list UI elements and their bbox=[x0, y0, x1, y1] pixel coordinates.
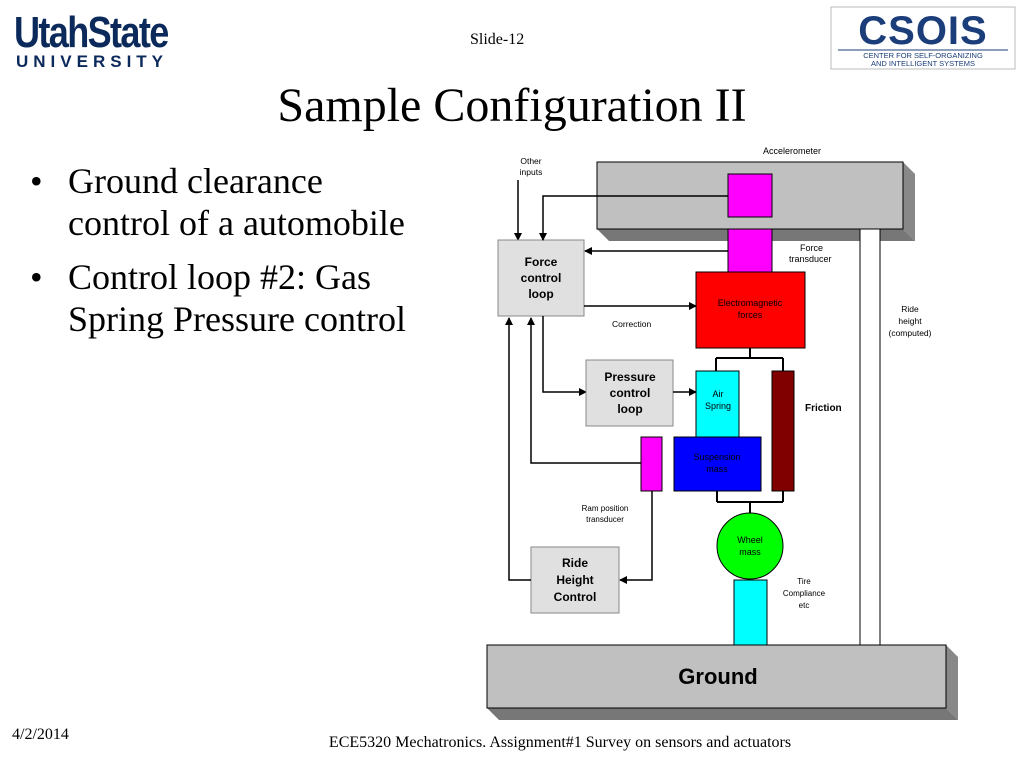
suspension-diagram: Ground Accelerometer Force transducer El… bbox=[486, 146, 958, 720]
ground-label: Ground bbox=[678, 664, 757, 689]
friction-block bbox=[771, 370, 795, 492]
pressure-control-loop-box bbox=[585, 359, 674, 427]
tire-label-1: Tire bbox=[797, 577, 811, 586]
friction-label: Friction bbox=[805, 403, 842, 414]
bullet-text: Control loop #2: Gas Spring Pressure con… bbox=[68, 257, 406, 339]
ride-control-label-2: Height bbox=[556, 573, 593, 587]
ride-control-label-1: Ride bbox=[562, 556, 588, 570]
force-loop-label-2: control bbox=[521, 271, 562, 285]
tire-label-2: Compliance bbox=[783, 589, 826, 598]
air-spring-label-2: Spring bbox=[705, 401, 731, 411]
ride-height-pillar bbox=[859, 228, 881, 648]
suspension-mass-label-2: mass bbox=[706, 464, 728, 474]
slide-number: Slide-12 bbox=[470, 31, 525, 48]
force-transducer-block bbox=[727, 228, 773, 273]
correction-label: Correction bbox=[612, 319, 651, 329]
accelerometer-feedback-arrow bbox=[539, 195, 728, 241]
footer-course: ECE5320 Mechatronics. Assignment#1 Surve… bbox=[328, 734, 792, 751]
force-control-loop-box bbox=[497, 239, 585, 317]
force-loop-label-1: Force bbox=[525, 255, 558, 269]
csois-logo-line2: AND INTELLIGENT SYSTEMS bbox=[871, 59, 975, 68]
tire-label-3: etc bbox=[799, 601, 810, 610]
ram-position-label-1: Ram position bbox=[582, 504, 629, 513]
force-transducer-label-1: Force bbox=[800, 243, 823, 253]
wheel-mass-circle bbox=[716, 512, 784, 580]
electromagnetic-label-1: Electromagnetic bbox=[718, 298, 783, 308]
ram-position-transducer-block bbox=[640, 436, 663, 492]
csois-logo-line1: CENTER FOR SELF-ORGANIZING bbox=[863, 51, 983, 60]
suspension-mass-label-1: Suspension bbox=[693, 452, 740, 462]
suspension-mass-block bbox=[673, 436, 762, 492]
force-loop-label-3: loop bbox=[528, 287, 553, 301]
footer-date: 4/2/2014 bbox=[12, 726, 69, 743]
pressure-loop-label-1: Pressure bbox=[604, 370, 656, 384]
accelerometer-label: Accelerometer bbox=[763, 146, 821, 156]
force-transducer-label-2: transducer bbox=[789, 254, 832, 264]
bullet-text: Ground clearance control of a automobile bbox=[68, 161, 405, 243]
pressure-loop-label-3: loop bbox=[617, 402, 642, 416]
usu-logo-subtitle: UNIVERSITY bbox=[16, 52, 169, 71]
ride-height-label-3: (computed) bbox=[889, 328, 932, 338]
csois-logo: CSOIS CENTER FOR SELF-ORGANIZING AND INT… bbox=[830, 6, 1016, 70]
electromagnetic-label-2: forces bbox=[738, 310, 763, 320]
tire-compliance-block bbox=[733, 579, 768, 646]
usu-logo-wordmark: UtahState bbox=[14, 8, 169, 57]
ride-height-label-2: height bbox=[898, 316, 922, 326]
ram-feedback-arrow bbox=[527, 317, 641, 464]
ram-to-ride-control-arrow bbox=[619, 491, 653, 584]
bullet-icon: • bbox=[30, 161, 43, 201]
csois-logo-name: CSOIS bbox=[858, 9, 987, 53]
pressure-loop-label-2: control bbox=[610, 386, 651, 400]
air-spring-label-1: Air bbox=[713, 389, 724, 399]
ground-block: Ground bbox=[486, 644, 958, 720]
ride-control-label-3: Control bbox=[554, 590, 597, 604]
bullet-list: • Ground clearance control of a automobil… bbox=[30, 160, 430, 352]
ride-height-label-1: Ride bbox=[901, 304, 919, 314]
wheel-mass-label-1: Wheel bbox=[737, 535, 763, 545]
force-to-pressure-arrow bbox=[542, 316, 587, 396]
wheel-mass-label-2: mass bbox=[739, 547, 761, 557]
accelerometer-block bbox=[727, 173, 773, 218]
other-inputs-label-2: inputs bbox=[520, 167, 543, 177]
ride-control-feedback-arrow bbox=[505, 317, 531, 581]
car-body-block bbox=[596, 161, 915, 241]
ram-position-label-2: transducer bbox=[586, 515, 624, 524]
bullet-item: • Ground clearance control of a automobil… bbox=[30, 160, 430, 244]
bullet-item: • Control loop #2: Gas Spring Pressure co… bbox=[30, 256, 430, 340]
ride-height-control-box bbox=[530, 546, 620, 614]
other-inputs-label-1: Other bbox=[520, 156, 541, 166]
bullet-icon: • bbox=[30, 257, 43, 297]
slide-title: Sample Configuration II bbox=[277, 79, 747, 132]
